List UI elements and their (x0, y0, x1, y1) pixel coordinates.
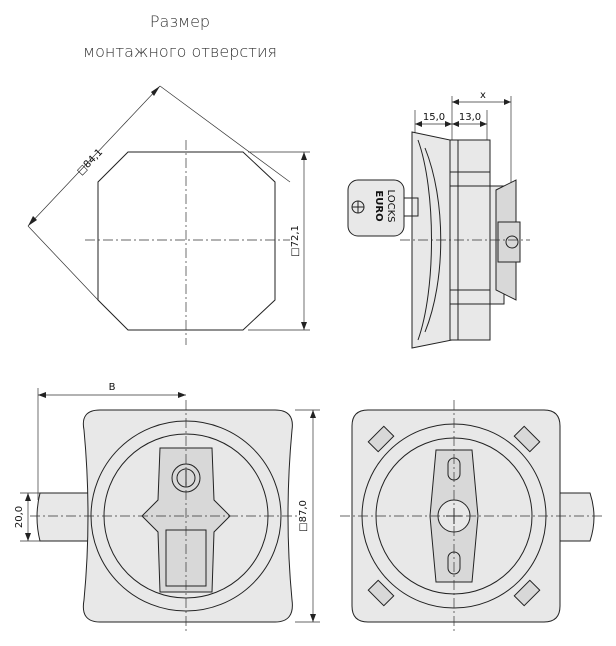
dim-diagonal: □84,1 (75, 147, 105, 177)
cutout-title-line2: монтажного отверстия (83, 42, 277, 61)
side-view: 15,0 13,0 x EURO LOCKS (347, 90, 530, 349)
dim-20: 20,0 (14, 506, 25, 528)
dim-x: x (480, 90, 486, 101)
dim-side: □72,1 (290, 225, 301, 257)
key-label-euro: EURO (373, 190, 384, 221)
dim-depth-b: 13,0 (459, 112, 481, 123)
dim-b: B (109, 382, 116, 393)
key-label-locks: LOCKS (385, 190, 396, 223)
rear-view (340, 400, 605, 632)
cutout-title-line1: Размер (149, 12, 211, 31)
dim-depth-a: 15,0 (423, 112, 445, 123)
cutout-outline (97, 151, 276, 331)
front-view: B 20,0 □87,0 (14, 382, 320, 632)
panel-cutout-view: □84,1 □72,1 (27, 85, 310, 345)
dim-87: □87,0 (298, 500, 309, 532)
